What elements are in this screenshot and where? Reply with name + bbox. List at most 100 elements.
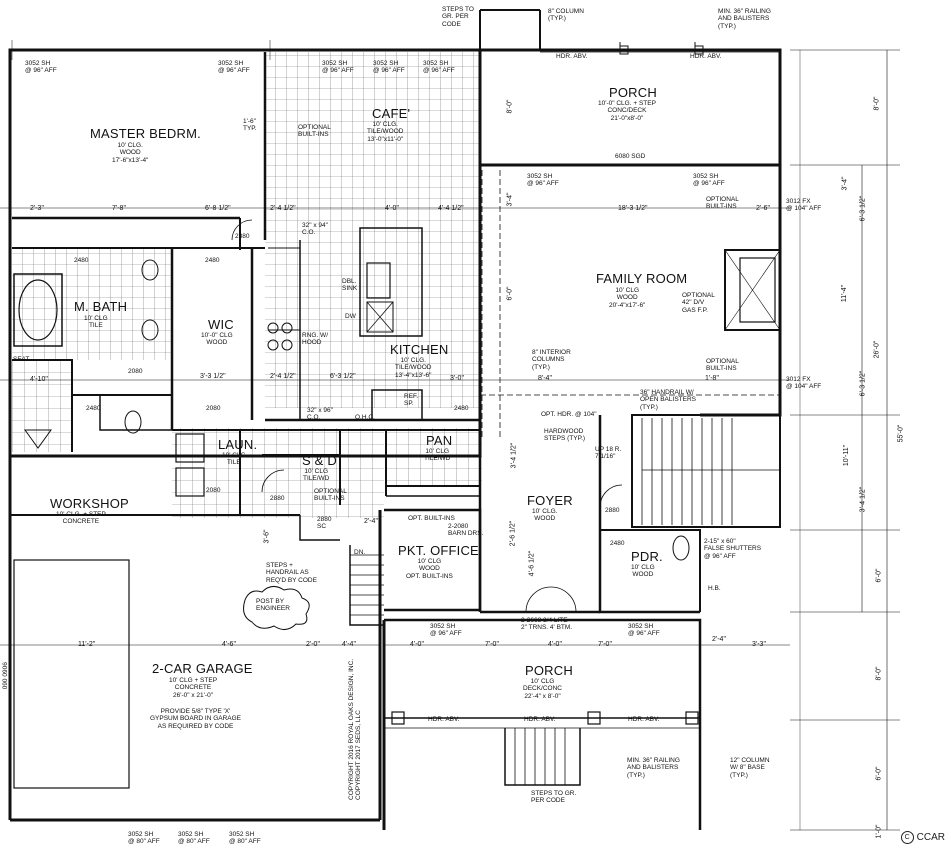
- dimension: 8'-0": [875, 666, 883, 681]
- door-code: 2880: [270, 495, 285, 502]
- sd-spec: 10' CLG TILE/WD: [303, 468, 330, 483]
- note-typ: 1'-6" TYP.: [243, 118, 257, 133]
- workshop-spec: 10' CLG. + STEP CONCRETE: [56, 511, 106, 526]
- dimension: 7'-8": [112, 205, 126, 212]
- dimension: 7'-0": [485, 641, 499, 648]
- note-garage-door: 090 0906: [1, 662, 9, 690]
- dimension: 6'-0": [875, 766, 883, 781]
- note-railing-top: MIN. 36" RAILING AND BALISTERS (TYP.): [718, 8, 771, 30]
- dimension: 3'-4 1/2": [510, 442, 518, 469]
- note-steps-bottom: STEPS TO GR. PER CODE: [531, 790, 577, 805]
- dimension: 8'-4": [538, 375, 552, 382]
- dimension: 2'-0": [306, 641, 320, 648]
- shower-tile: [12, 360, 72, 452]
- note-bench: 32" x 96" C.O.: [307, 407, 333, 422]
- dimension: 4'-0": [410, 641, 424, 648]
- dimension: 8'-0": [873, 96, 881, 111]
- garage-label: 2-CAR GARAGE: [152, 661, 253, 676]
- dimension: 3'-4 1/2": [859, 486, 867, 513]
- note-hdr: HDR. ABV.: [556, 53, 588, 60]
- door-code: 2480: [454, 405, 469, 412]
- dimension: 3'-3": [752, 641, 766, 648]
- note-steps-top: STEPS TO GR. PER CODE: [442, 6, 474, 28]
- note-door-sc: 2880 SC: [317, 516, 332, 531]
- dimension: 8'-0": [506, 99, 514, 114]
- copyright-circle-icon: C: [900, 831, 914, 844]
- pantry-spec: 10' CLG TILE/WD: [424, 448, 451, 463]
- sd-label: S & D: [302, 453, 337, 468]
- master-bedroom-label: MASTER BEDRM.: [90, 126, 201, 141]
- note-column-bottom: 12" COLUMN W/ 8" BASE (TYP.): [730, 757, 770, 779]
- dimension: 3'-4": [506, 192, 514, 207]
- note-hdr: HDR. ABV.: [628, 716, 660, 723]
- dimension: 2'-4": [364, 518, 378, 525]
- dimension: 11'-4": [841, 284, 849, 303]
- note-island: 32" x 94" C.O.: [302, 222, 328, 237]
- foyer-label: FOYER: [527, 493, 573, 508]
- note-sgd: 6080 SGD: [615, 153, 646, 160]
- porch-bottom-label: PORCH: [525, 663, 573, 678]
- mbath-label: M. BATH: [74, 299, 128, 314]
- note-builtins: OPTIONAL BUILT-INS: [706, 358, 739, 373]
- note-window: 3052 SH @ 96" AFF: [373, 60, 405, 75]
- dimension: 18'-3 1/2": [618, 205, 648, 212]
- workshop-label: WORKSHOP: [50, 496, 129, 511]
- note-opt-header: OPT. HDR. @ 104": [541, 411, 597, 418]
- dimension: 2'-4 1/2": [270, 205, 296, 212]
- pocket-office-spec: 10' CLG WOOD OPT. BUILT-INS: [406, 558, 453, 580]
- note-window: 3052 SH @ 80" AFF: [178, 831, 210, 846]
- note-fixed-window: 3012 FX @ 104" AFF: [786, 376, 822, 391]
- note-window: 3052 SH @ 96" AFF: [430, 623, 462, 638]
- door-code: 2480: [86, 405, 101, 412]
- dimension: 6'-3 1/2": [859, 370, 867, 397]
- foyer-spec: 10' CLG. WOOD: [532, 508, 558, 523]
- note-window: 3052 SH @ 96" AFF: [628, 623, 660, 638]
- door-code: 2480: [610, 540, 625, 547]
- door-code: 2080: [128, 368, 143, 375]
- dimension: 26'-0": [873, 340, 881, 359]
- laun-tile: [172, 428, 384, 518]
- note-copyright: COPYRIGHT 2016 ROYAL OAKS DESIGN, INC. C…: [348, 658, 363, 800]
- dimension: 4'-4": [342, 641, 356, 648]
- walls: [0, 9, 900, 831]
- dimension: 6'-3 1/2": [859, 195, 867, 222]
- door-code: 2480: [74, 257, 89, 264]
- dimension: 55'-0": [897, 424, 905, 443]
- note-sink: DBL. SINK: [342, 278, 358, 293]
- watermark-text: CCAR: [916, 832, 945, 843]
- note-hardwood-steps: HARDWOOD STEPS (TYP.): [544, 428, 586, 443]
- note-interior-columns: 8" INTERIOR COLUMNS (TYP.): [532, 349, 571, 371]
- note-fixed-window: 3012 FX @ 104" AFF: [786, 198, 822, 213]
- dimension: 1'-8": [705, 375, 719, 382]
- note-fireplace: OPTIONAL 42" D/V GAS F.P.: [682, 292, 715, 314]
- master-bedroom-spec: 10' CLG. WOOD 17'-6"x13'-4": [112, 142, 149, 164]
- note-window: 3052 SH @ 96" AFF: [218, 60, 250, 75]
- pantry-label: PAN: [426, 433, 453, 448]
- dimension: 2'-4": [712, 636, 726, 643]
- dimension: 2'-4 1/2": [270, 373, 296, 380]
- mbath-spec: 10' CLG TILE: [84, 315, 108, 330]
- note-railing-bottom: MIN. 36" RAILING AND BALISTERS (TYP.): [627, 757, 680, 779]
- note-gypsum: PROVIDE 5/8" TYPE 'X' GYPSUM BOARD IN GA…: [150, 708, 242, 730]
- dimension: 3'-0": [450, 375, 464, 382]
- dimension: 4'-0": [385, 205, 399, 212]
- note-builtins: OPT. BUILT-INS: [408, 515, 455, 522]
- dimension: 4'-0": [548, 641, 562, 648]
- kitchen-spec: 10' CLG. TILE/WOOD 13'-4"x13'-6": [395, 357, 432, 379]
- note-barn-doors: 2-2080 BARN DRS.: [448, 523, 484, 538]
- family-room-spec: 10' CLG WOOD 20'-4"x17'-6": [609, 287, 646, 309]
- dimension: 4'-10": [30, 376, 48, 383]
- powder-spec: 10' CLG WOOD: [631, 564, 655, 579]
- note-window: 3052 SH @ 96" AFF: [693, 173, 725, 188]
- dimension: 4'-6": [222, 641, 236, 648]
- note-dw: DW: [345, 313, 356, 320]
- door-codes: 2880 2480 2480 2480 2080 2080 2480 2880 …: [74, 233, 625, 547]
- cafe-tile: [265, 52, 479, 220]
- pocket-office-label: PKT. OFFICE: [398, 543, 479, 558]
- wic-label: WIC: [208, 317, 234, 332]
- note-column-top: 8" COLUMN (TYP.): [548, 8, 584, 23]
- powder-label: PDR.: [631, 549, 663, 564]
- note-down: DN.: [354, 549, 366, 556]
- note-stair-rise: UP 18 R. 7 1/16": [595, 446, 622, 461]
